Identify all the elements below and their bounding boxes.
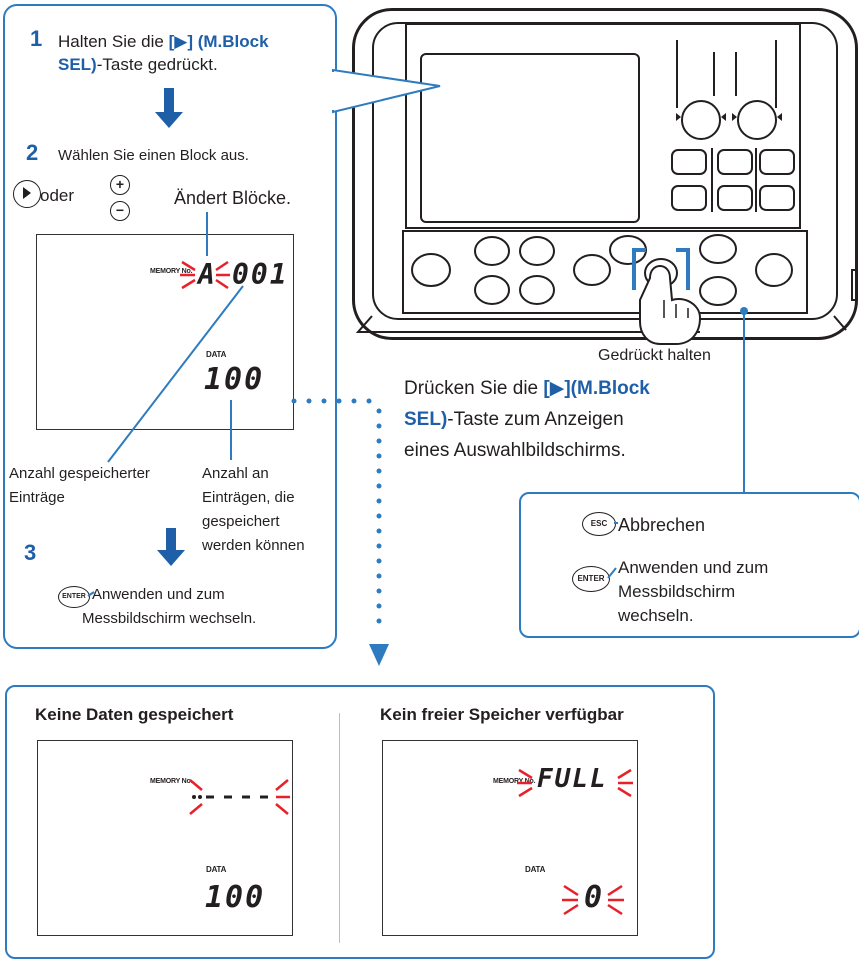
storable-line3: gespeichert bbox=[202, 513, 280, 530]
step-1-number: 1 bbox=[30, 26, 43, 51]
cancel-text: Abbrechen bbox=[618, 515, 706, 535]
right-title: Kein freier Speicher verfügbar bbox=[380, 705, 624, 724]
left-memory-label: MEMORY No. bbox=[150, 778, 193, 785]
apply-text: Anwenden und zum Messbildschirm wechseln… bbox=[618, 556, 768, 628]
hold-label: Gedrückt halten bbox=[598, 347, 711, 364]
step-3-text: Anwenden und zum Messbildschirm wechseln… bbox=[82, 583, 256, 631]
press-key2: SEL) bbox=[404, 409, 448, 430]
enter-key-icon: ENTER bbox=[58, 586, 90, 608]
arrow-head-2-icon bbox=[157, 550, 185, 566]
main-lcd bbox=[36, 234, 294, 430]
data-value: 100 bbox=[204, 362, 265, 397]
press-line3: eines Auswahlbildschirms. bbox=[404, 440, 626, 461]
result-divider bbox=[339, 713, 340, 943]
stored-entries-text: Anzahl gespeicherter Einträge bbox=[9, 462, 150, 510]
storable-entries-text: Anzahl an Einträgen, die gespeichert wer… bbox=[202, 462, 305, 558]
step-3-line2: Messbildschirm wechseln. bbox=[82, 610, 257, 627]
arrow-head-icon bbox=[155, 112, 183, 128]
storable-line2: Einträgen, die bbox=[202, 489, 295, 506]
minus-key-icon: − bbox=[110, 201, 130, 221]
left-title: Keine Daten gespeichert bbox=[35, 705, 234, 724]
plus-key-icon: + bbox=[110, 175, 130, 195]
screen-pointer bbox=[332, 68, 441, 114]
left-data-label: DATA bbox=[206, 865, 227, 874]
right-data-value: 0 bbox=[584, 880, 605, 915]
device-screen bbox=[420, 53, 640, 223]
apply-line1: Anwenden und zum bbox=[618, 558, 769, 577]
right-memory-label: MEMORY No. bbox=[493, 778, 536, 785]
stored-entries-line1: Anzahl gespeicherter bbox=[9, 465, 150, 482]
step-2-text: Wählen Sie einen Block aus. bbox=[58, 147, 249, 164]
memory-value: 001 bbox=[232, 258, 289, 291]
step-3-number: 3 bbox=[24, 540, 37, 565]
block-char: A bbox=[198, 258, 217, 291]
callout-enter-key-icon: ENTER bbox=[572, 566, 610, 592]
oder-text: oder bbox=[40, 186, 75, 205]
step-2-number: 2 bbox=[26, 140, 39, 165]
right-lcd bbox=[382, 740, 638, 936]
right-memory-value: FULL bbox=[537, 764, 608, 794]
step-1-text: Halten Sie die [▶] (M.Block SEL)-Taste g… bbox=[58, 30, 328, 76]
arrow-down-2-icon bbox=[166, 528, 176, 552]
changes-blocks-text: Ändert Blöcke. bbox=[174, 188, 292, 208]
storable-line1: Anzahl an bbox=[202, 465, 269, 482]
press-pre: Drücken Sie die bbox=[404, 378, 544, 399]
step-1-key2: SEL) bbox=[58, 55, 97, 74]
play-key-icon bbox=[13, 180, 41, 208]
stored-entries-line2: Einträge bbox=[9, 489, 65, 506]
right-data-label: DATA bbox=[525, 865, 546, 874]
result-arrow-head bbox=[369, 644, 389, 666]
device-lower-panel bbox=[402, 230, 808, 314]
step-1-key: [▶] (M.Block bbox=[168, 32, 269, 51]
apply-line3: wechseln. bbox=[618, 606, 694, 625]
step-3-line1: Anwenden und zum bbox=[92, 586, 225, 603]
arrow-down-icon bbox=[164, 88, 174, 114]
memory-no-label: MEMORY No. bbox=[150, 268, 193, 275]
step-1-post: -Taste gedrückt. bbox=[96, 55, 218, 74]
storable-line4: werden können bbox=[202, 537, 305, 554]
press-text: Drücken Sie die [▶](M.Block SEL)-Taste z… bbox=[404, 373, 764, 466]
callout-box bbox=[519, 492, 859, 638]
data-label: DATA bbox=[206, 350, 227, 359]
left-lcd bbox=[37, 740, 293, 936]
left-data-value: 100 bbox=[205, 880, 266, 915]
press-key: [▶](M.Block bbox=[543, 378, 650, 399]
press-post: -Taste zum Anzeigen bbox=[447, 409, 624, 430]
step-1-pre: Halten Sie die bbox=[58, 32, 169, 51]
apply-line2: Messbildschirm bbox=[618, 582, 736, 601]
